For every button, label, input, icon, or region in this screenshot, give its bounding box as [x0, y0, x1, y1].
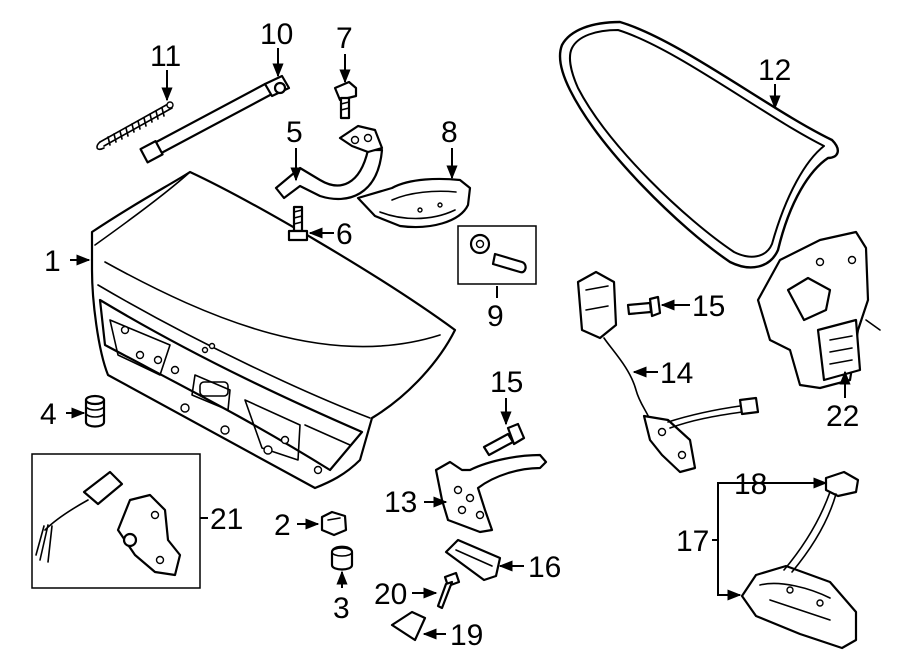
bolt-part-7 — [333, 80, 358, 120]
callout-9: 9 — [487, 300, 504, 333]
callout-12: 12 — [758, 54, 791, 87]
callout-15-upper: 15 — [692, 290, 725, 323]
plug-part-3 — [330, 545, 354, 571]
bolt-part-6 — [287, 205, 309, 242]
callout-6: 6 — [336, 218, 353, 251]
clip-kit-part-9 — [457, 225, 537, 285]
latch-bracket-part-13 — [434, 453, 548, 534]
callout-11: 11 — [150, 40, 181, 73]
callout-4: 4 — [40, 398, 57, 431]
gas-strut-part-10 — [139, 74, 291, 164]
callout-22: 22 — [826, 400, 859, 433]
callout-labels: 1 2 3 4 5 6 7 8 9 10 11 12 13 14 15 15 1… — [40, 18, 859, 652]
callout-15-lower: 15 — [490, 366, 523, 399]
callout-16: 16 — [528, 551, 561, 584]
bumper-part-2 — [320, 510, 348, 537]
pin-part-20 — [436, 571, 461, 610]
callout-21: 21 — [210, 503, 243, 536]
callout-20: 20 — [374, 578, 407, 611]
callout-1: 1 — [44, 245, 61, 278]
trunk-lid — [90, 170, 457, 490]
callout-7: 7 — [336, 22, 353, 55]
bezel-part-16 — [444, 538, 502, 582]
callout-3: 3 — [333, 592, 350, 625]
leader-lines — [66, 48, 851, 640]
release-kit-part-21 — [31, 453, 201, 589]
callout-19: 19 — [450, 619, 483, 652]
bumper-part-4 — [84, 394, 106, 428]
callout-14: 14 — [660, 357, 693, 390]
hinge-cover-part-8 — [356, 177, 472, 229]
harness-part-18 — [783, 470, 860, 573]
callout-2: 2 — [274, 509, 291, 542]
callout-17: 17 — [676, 525, 709, 558]
callout-13: 13 — [384, 486, 417, 519]
weatherstrip-part-12 — [558, 20, 839, 269]
release-module-part-17 — [740, 564, 858, 650]
clip-part-19 — [390, 610, 427, 642]
callout-8: 8 — [441, 116, 458, 149]
callout-10: 10 — [260, 18, 293, 51]
bolt-part-15-upper — [626, 295, 662, 318]
torsion-spring-part-11 — [96, 101, 174, 151]
callout-5: 5 — [286, 116, 303, 149]
latch-actuator-part-22 — [756, 230, 881, 390]
switch-harness-part-14 — [576, 270, 760, 474]
bolt-part-15-lower — [482, 422, 526, 457]
callout-18: 18 — [734, 468, 767, 501]
hinge-part-5 — [274, 124, 384, 201]
